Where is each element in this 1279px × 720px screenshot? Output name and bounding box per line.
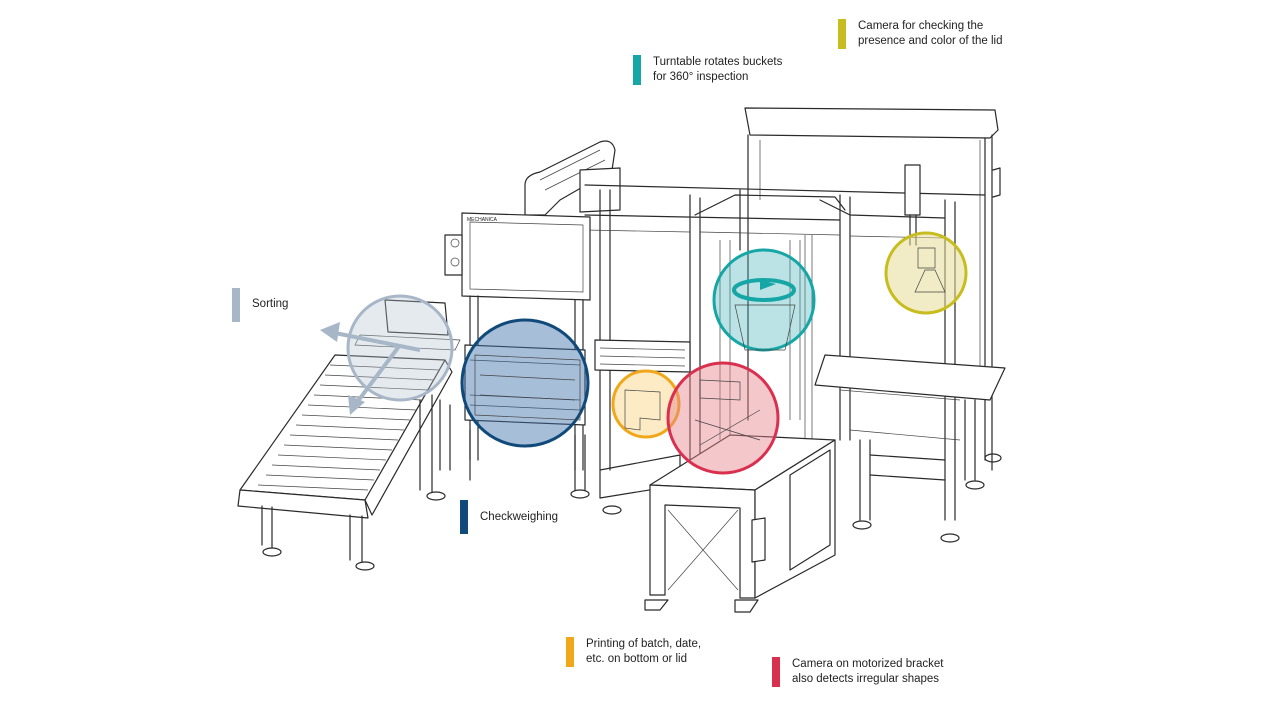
bracket-camera-highlight[interactable]	[666, 361, 780, 475]
rear-cabinet	[744, 107, 1001, 471]
callout-text: Sorting	[252, 298, 289, 310]
callout-color-bar	[633, 55, 641, 85]
callout-checkweighing: Checkweighing	[460, 500, 558, 534]
callout-color-bar	[232, 288, 240, 322]
callout-lid-camera: Camera for checking the presence and col…	[838, 19, 1002, 49]
callout-color-bar	[460, 500, 468, 534]
sorting-conveyor	[237, 299, 461, 571]
printing-highlight[interactable]	[611, 369, 681, 439]
rotation-arrow-icon	[732, 278, 796, 302]
callout-text: Printing of batch, date, etc. on bottom …	[586, 638, 702, 665]
callout-sorting: Sorting	[232, 288, 288, 322]
callout-printing: Printing of batch, date, etc. on bottom …	[566, 637, 701, 667]
robot-arm	[524, 140, 621, 216]
checkweigher	[439, 344, 590, 499]
lid-camera-highlight[interactable]	[884, 231, 968, 315]
lid-camera-unit	[904, 164, 921, 246]
callout-color-bar	[566, 637, 574, 667]
monitor-brand: MECHANICA	[467, 217, 498, 223]
callout-bracket-camera: Camera on motorized bracket also detects…	[772, 657, 943, 687]
callout-text: Turntable rotates buckets for 360° inspe…	[653, 56, 783, 83]
callout-color-bar	[838, 19, 846, 49]
callout-text: Checkweighing	[480, 510, 558, 523]
main-frame	[584, 184, 986, 521]
camera-stand	[644, 434, 836, 613]
checkweighing-highlight[interactable]	[460, 318, 590, 448]
callout-text: Camera for checking the presence and col…	[858, 20, 1003, 47]
callout-color-bar	[772, 657, 780, 687]
sorting-arrows-icon	[320, 322, 421, 415]
outfeed-conveyor	[814, 354, 1006, 543]
callout-text: Camera on motorized bracket also detects…	[792, 658, 944, 685]
callout-turntable: Turntable rotates buckets for 360° inspe…	[633, 55, 782, 85]
circle-details	[474, 247, 946, 446]
